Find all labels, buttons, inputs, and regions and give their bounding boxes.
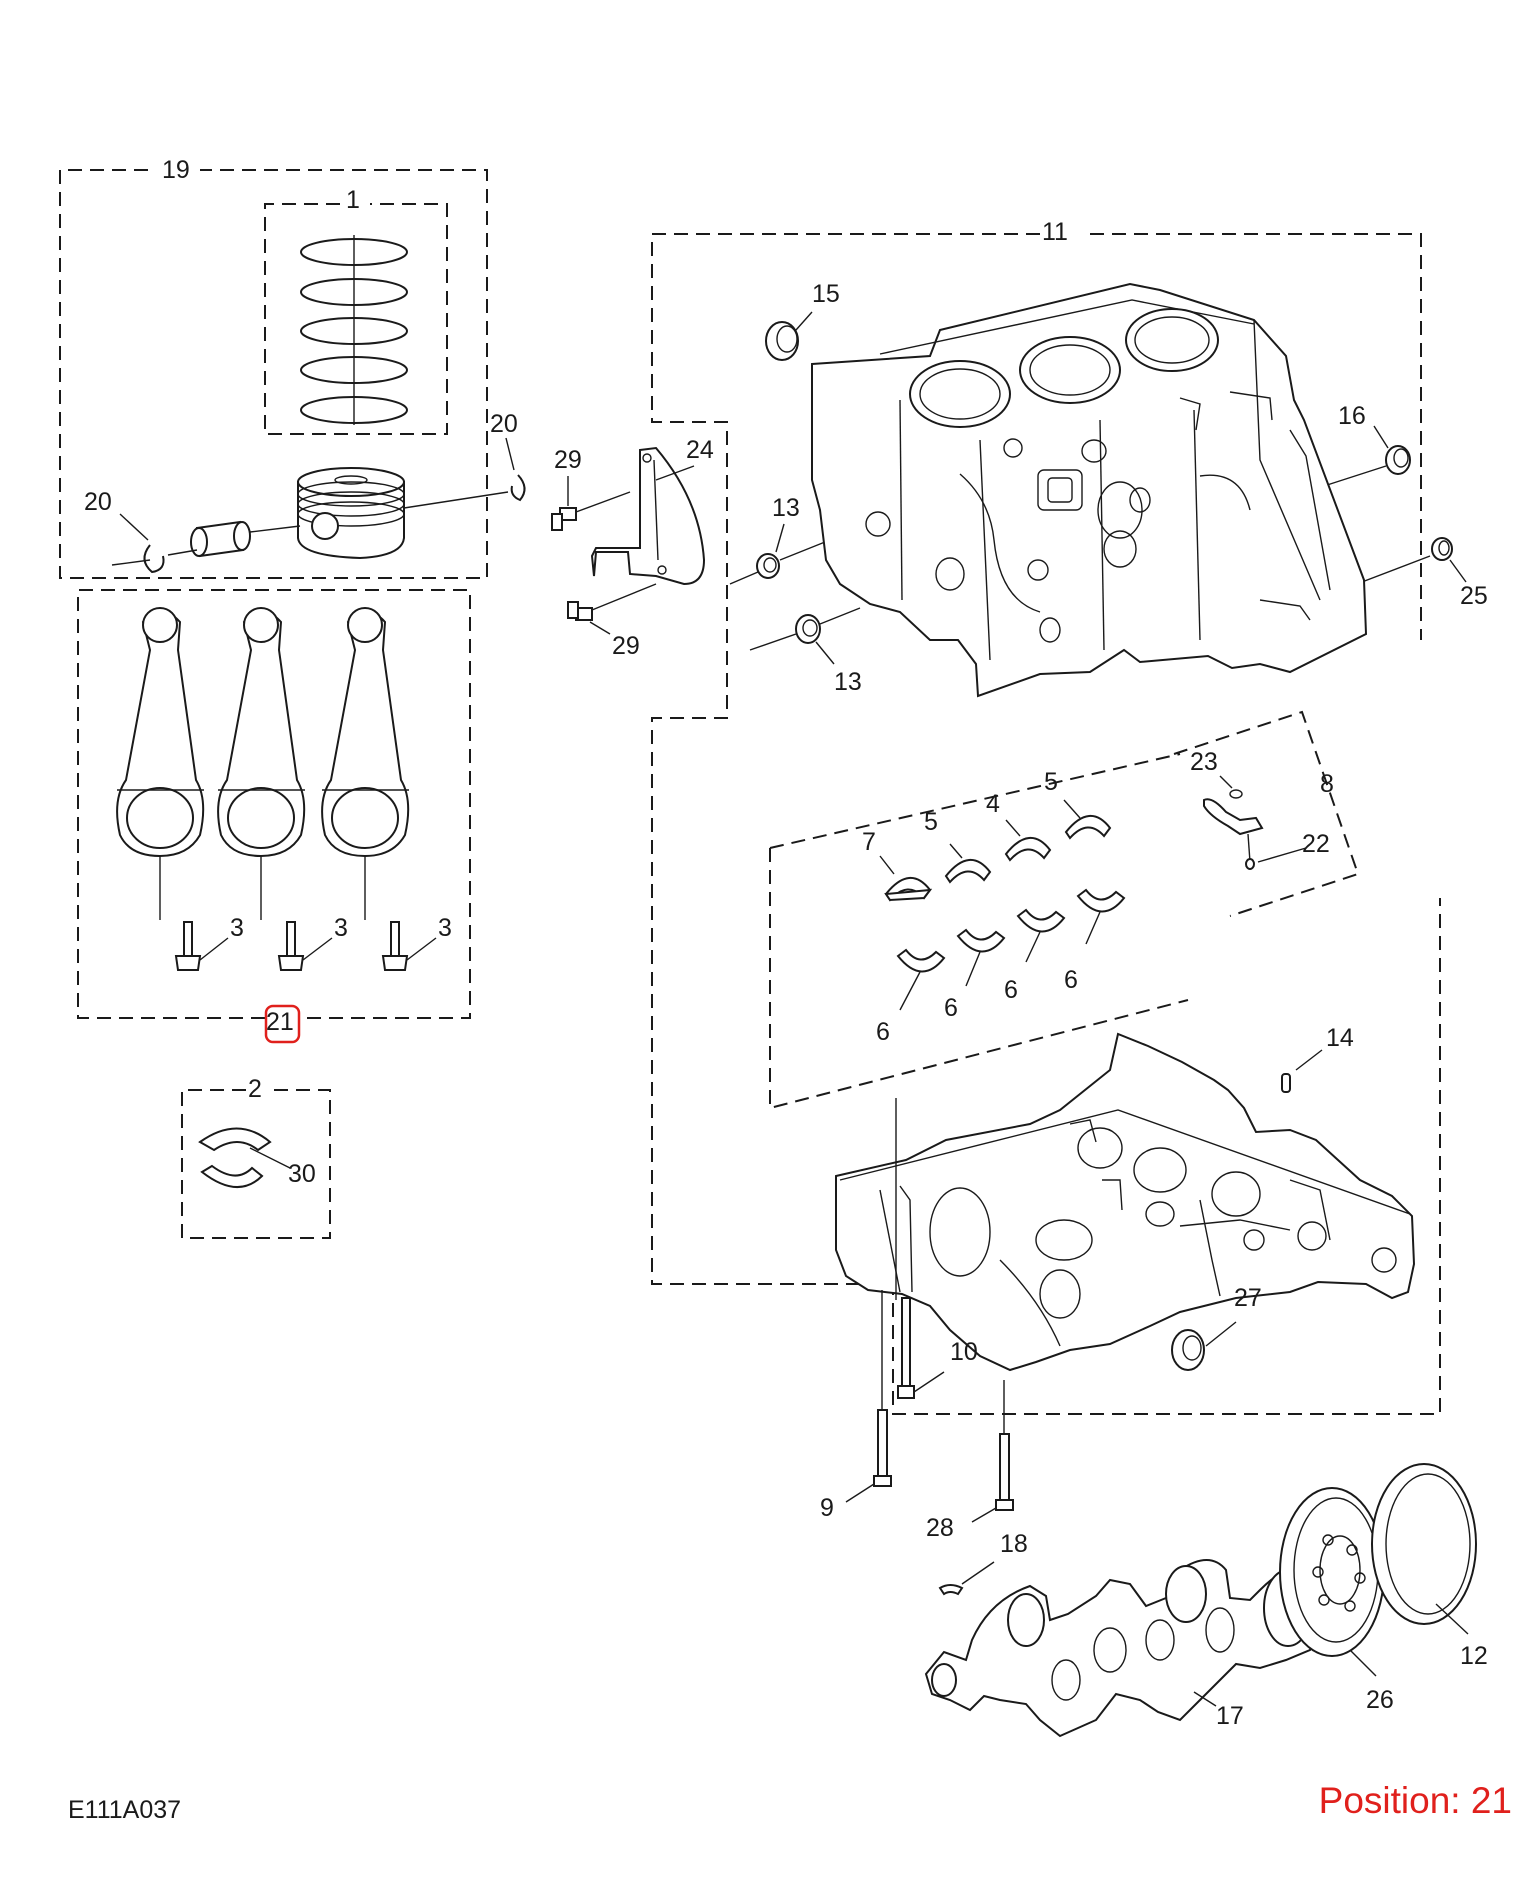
label-6-d[interactable]: 6 <box>1064 966 1078 994</box>
circlip-right <box>510 474 526 502</box>
main-bearing-shells-lower <box>896 888 1126 973</box>
label-14[interactable]: 14 <box>1326 1024 1354 1052</box>
label-6-b[interactable]: 6 <box>944 994 958 1022</box>
label-3-a[interactable]: 3 <box>230 914 244 942</box>
label-5-a[interactable]: 5 <box>924 808 938 836</box>
label-13-upper[interactable]: 13 <box>772 494 800 522</box>
bracket-24: 24 <box>590 436 714 586</box>
bolt-10: 10 <box>895 1098 978 1399</box>
label-7[interactable]: 7 <box>862 828 876 856</box>
bolts-29: 29 29 <box>551 446 657 660</box>
label-28[interactable]: 28 <box>926 1514 954 1542</box>
bolt-9: 9 <box>820 1290 892 1522</box>
label-6-c[interactable]: 6 <box>1004 976 1018 1004</box>
label-6-a[interactable]: 6 <box>876 1018 890 1046</box>
crankcase-bedplate <box>835 1032 1416 1372</box>
circlip-left <box>143 544 165 574</box>
cylinder-block <box>811 282 1368 698</box>
label-13-lower[interactable]: 13 <box>834 668 862 696</box>
rod-bolts <box>174 921 437 971</box>
seals-13: 13 13 <box>729 494 862 696</box>
label-4[interactable]: 4 <box>986 790 1000 818</box>
connecting-rod-2 <box>217 607 306 920</box>
label-8[interactable]: 8 <box>1320 770 1334 798</box>
label-2[interactable]: 2 <box>248 1075 262 1103</box>
piston <box>297 467 405 560</box>
drive-plate-26: 26 <box>1279 1487 1394 1714</box>
label-22[interactable]: 22 <box>1302 830 1330 858</box>
label-5-b[interactable]: 5 <box>1044 768 1058 796</box>
seal-15: 15 <box>765 280 840 361</box>
label-23[interactable]: 23 <box>1190 748 1218 776</box>
plug-27: 27 <box>1171 1284 1262 1371</box>
label-29-lower[interactable]: 29 <box>612 632 640 660</box>
label-3-b[interactable]: 3 <box>334 914 348 942</box>
plug-16: 16 <box>1323 402 1411 487</box>
label-26[interactable]: 26 <box>1366 1686 1394 1714</box>
group-11-outline <box>651 233 1441 1415</box>
group-11-outline-right <box>1090 233 1422 640</box>
label-20-right[interactable]: 20 <box>490 410 518 438</box>
main-bearings-outline <box>769 753 1189 1110</box>
label-19[interactable]: 19 <box>162 156 190 184</box>
label-10[interactable]: 10 <box>950 1338 978 1366</box>
main-bearing-shells-upper <box>884 815 1112 902</box>
label-15[interactable]: 15 <box>812 280 840 308</box>
connecting-rod-1 <box>116 607 205 920</box>
label-30[interactable]: 30 <box>288 1160 316 1188</box>
label-21[interactable]: 21 <box>266 1008 294 1036</box>
group-2-rod-bearings: 2 30 <box>181 1075 331 1239</box>
label-1[interactable]: 1 <box>346 186 360 214</box>
label-12[interactable]: 12 <box>1460 1642 1488 1670</box>
label-18[interactable]: 18 <box>1000 1530 1028 1558</box>
bolt-28: 28 <box>926 1380 1014 1542</box>
label-27[interactable]: 27 <box>1234 1284 1262 1312</box>
highlight-box-21 <box>264 1004 301 1044</box>
rear-seal-12: 12 <box>1371 1463 1488 1670</box>
label-3-c[interactable]: 3 <box>438 914 452 942</box>
crankshaft: 17 <box>924 1559 1322 1738</box>
label-24[interactable]: 24 <box>686 436 714 464</box>
piston-rings <box>300 235 408 425</box>
dowel-14: 14 <box>1281 1024 1354 1093</box>
position-indicator: Position: 21 <box>1318 1780 1512 1821</box>
group-8-oil-jet: 8 23 22 <box>1173 710 1360 917</box>
label-9[interactable]: 9 <box>820 1494 834 1522</box>
woodruff-key-18: 18 <box>938 1530 1028 1596</box>
label-16[interactable]: 16 <box>1338 402 1366 430</box>
main-bearing-leaders <box>879 799 1101 1011</box>
label-20-left[interactable]: 20 <box>84 488 112 516</box>
diagram-code: E111A037 <box>68 1796 182 1824</box>
connecting-rod-3 <box>321 607 410 920</box>
group-19-piston-assembly: 19 1 <box>59 156 526 579</box>
label-17[interactable]: 17 <box>1216 1702 1244 1730</box>
label-29-upper[interactable]: 29 <box>554 446 582 474</box>
label-11[interactable]: 11 <box>1042 218 1068 246</box>
label-25[interactable]: 25 <box>1460 582 1488 610</box>
group-21-connecting-rods: 21 <box>77 589 471 1044</box>
piston-pin <box>190 520 251 558</box>
